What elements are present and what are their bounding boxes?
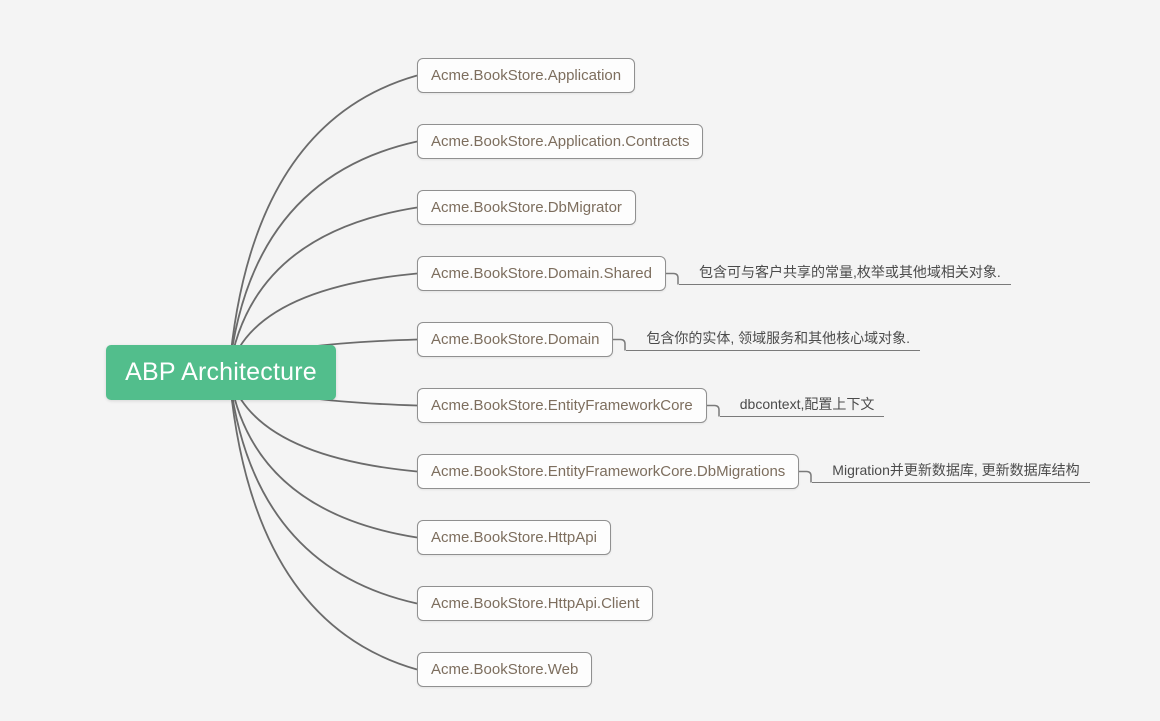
- topic-acme-bookstore-entityframeworkcore-dbmigrations[interactable]: Acme.BookStore.EntityFrameworkCore.DbMig…: [417, 454, 800, 489]
- branch-row: Acme.BookStore.HttpApi: [417, 520, 611, 555]
- root-topic-label: ABP Architecture: [125, 358, 317, 386]
- topic-acme-bookstore-httpapi[interactable]: Acme.BookStore.HttpApi: [417, 520, 611, 555]
- topic-acme-bookstore-domain-shared[interactable]: Acme.BookStore.Domain.Shared: [417, 256, 666, 291]
- elbow-connector-icon: [665, 272, 679, 285]
- topic-acme-bookstore-domain[interactable]: Acme.BookStore.Domain: [417, 322, 614, 357]
- branch-curve: [228, 371, 418, 605]
- branch-row: Acme.BookStore.Domain.Shared 包含可与客户共享的常量,…: [417, 256, 1011, 291]
- branch-row: Acme.BookStore.Application.Contracts: [417, 124, 704, 159]
- branch-row: Acme.BookStore.HttpApi.Client: [417, 586, 654, 621]
- branch-row: Acme.BookStore.Application: [417, 58, 636, 93]
- branch-row: Acme.BookStore.EntityFrameworkCore dbcont…: [417, 388, 885, 423]
- topic-acme-bookstore-application[interactable]: Acme.BookStore.Application: [417, 58, 636, 93]
- elbow-connector-icon: [706, 404, 720, 417]
- branch-row: Acme.BookStore.DbMigrator: [417, 190, 636, 225]
- subtopic-note-acme-bookstore-domain-shared[interactable]: 包含可与客户共享的常量,枚举或其他域相关对象.: [678, 264, 1011, 285]
- topic-acme-bookstore-httpapi-client[interactable]: Acme.BookStore.HttpApi.Client: [417, 586, 654, 621]
- elbow-connector-icon: [613, 338, 627, 351]
- branch-curve: [228, 140, 418, 373]
- elbow-connector-icon: [799, 470, 813, 483]
- branch-curve: [228, 371, 418, 671]
- subtopic-note-acme-bookstore-entityframeworkcore-dbmigrations[interactable]: Migration并更新数据库, 更新数据库结构: [812, 462, 1090, 483]
- branch-curve: [228, 74, 418, 373]
- branch-curve: [228, 206, 418, 373]
- root-topic[interactable]: ABP Architecture: [106, 345, 336, 400]
- subtopic-note-acme-bookstore-domain[interactable]: 包含你的实体, 领域服务和其他核心域对象.: [626, 330, 921, 351]
- topic-acme-bookstore-dbmigrator[interactable]: Acme.BookStore.DbMigrator: [417, 190, 636, 225]
- topic-acme-bookstore-application-contracts[interactable]: Acme.BookStore.Application.Contracts: [417, 124, 704, 159]
- branch-row: Acme.BookStore.EntityFrameworkCore.DbMig…: [417, 454, 1090, 489]
- branch-row: Acme.BookStore.Web: [417, 652, 593, 687]
- subtopic-note-acme-bookstore-entityframeworkcore[interactable]: dbcontext,配置上下文: [719, 396, 885, 417]
- branch-row: Acme.BookStore.Domain 包含你的实体, 领域服务和其他核心域对…: [417, 322, 921, 357]
- topic-acme-bookstore-web[interactable]: Acme.BookStore.Web: [417, 652, 593, 687]
- topic-acme-bookstore-entityframeworkcore[interactable]: Acme.BookStore.EntityFrameworkCore: [417, 388, 707, 423]
- branch-curve: [228, 371, 418, 539]
